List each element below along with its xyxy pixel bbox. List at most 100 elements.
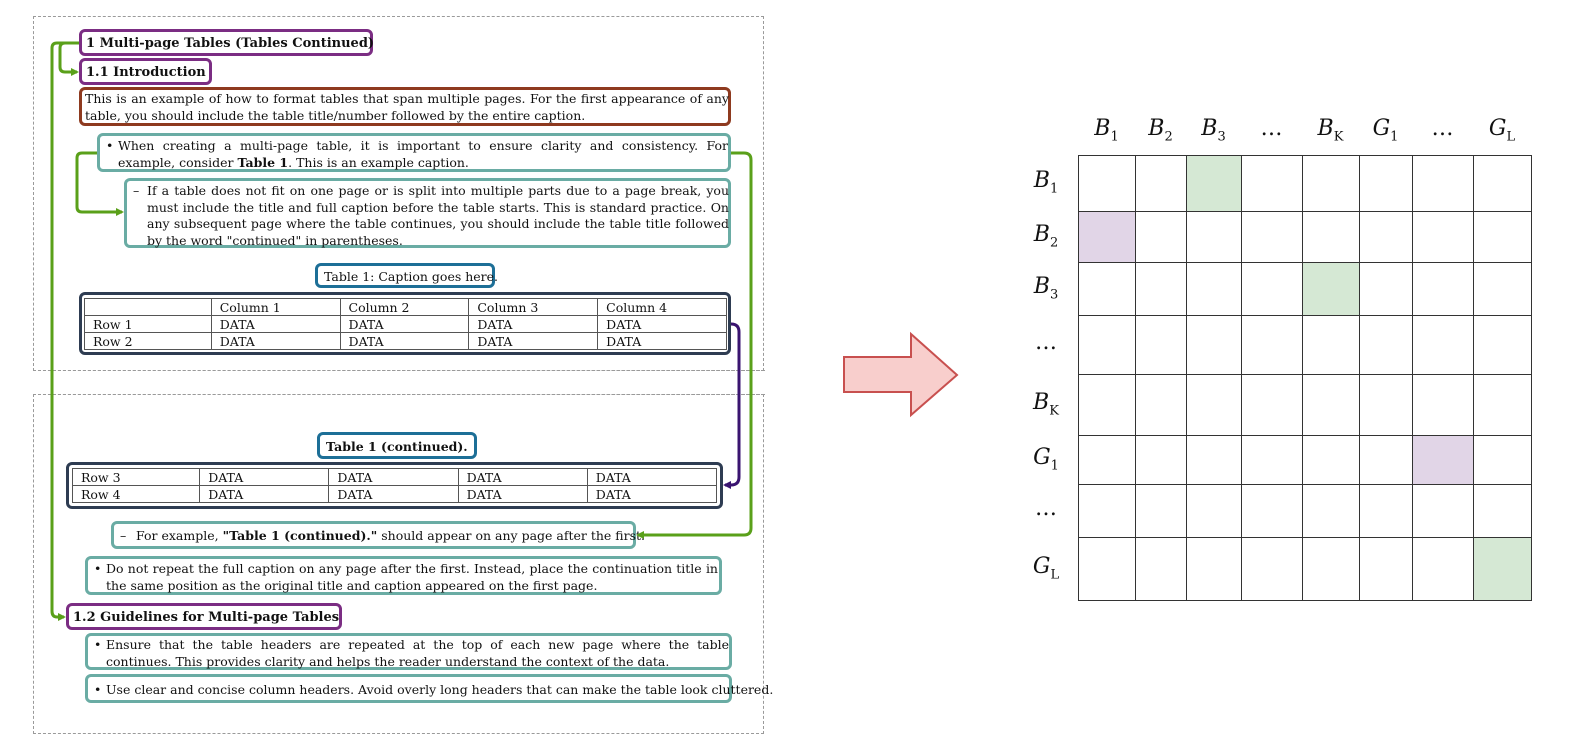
matrix-column-label: G1 [1372,116,1399,145]
matrix-cell [1078,537,1136,601]
matrix-cell [1473,537,1532,601]
matrix-cell [1186,262,1242,316]
bullet-3-text: Ensure that the table headers are repeat… [106,637,729,669]
matrix-cell [1412,484,1474,538]
matrix-column-label: GL [1488,116,1516,145]
sub-bullet-2-text-a: For example, [136,528,223,543]
matrix-cell [1186,537,1242,601]
table-1-cell: DATA [468,332,599,350]
matrix-cell [1473,435,1532,485]
matrix-cell [1078,155,1136,212]
subsection-heading-guidelines: 1.2 Guidelines for Multi-page Tables [66,603,342,630]
matrix-cell [1135,435,1187,485]
matrix-cell [1302,315,1360,375]
matrix-cell [1412,262,1474,316]
matrix-cell [1078,484,1136,538]
matrix-cell [1241,537,1303,601]
section-heading-1: 1 Multi-page Tables (Tables Continued) [79,29,375,56]
matrix-row-label: BK [1033,389,1059,418]
intro-paragraph: This is an example of how to format tabl… [79,87,731,126]
bullet-2-text: Do not repeat the full caption on any pa… [106,561,718,593]
table-caption-continued: Table 1 (continued). [317,432,477,459]
matrix-cell [1359,484,1413,538]
matrix-cell [1302,435,1360,485]
matrix-cell [1135,155,1187,212]
bullet-3: • Ensure that the table headers are repe… [85,633,732,670]
table-1-cell: Row 2 [84,332,212,350]
table-caption: Table 1: Caption goes here. [315,263,498,288]
subsection-heading-intro: 1.1 Introduction [79,58,212,85]
page-break-line-2 [33,394,765,395]
sub-bullet-1-dash: – [133,183,140,198]
matrix-cell [1186,374,1242,436]
table-1-continued-cell: DATA [457,485,588,503]
matrix-cell [1473,315,1532,375]
matrix-cell [1186,155,1242,212]
matrix-cell [1078,315,1136,375]
subsection-heading-intro-text: 1.1 Introduction [86,65,206,80]
matrix-cell [1186,211,1242,263]
matrix-cell [1359,537,1413,601]
matrix-cell [1412,211,1474,263]
matrix-cell [1302,211,1360,263]
bullet-1-symbol: • [106,138,114,153]
matrix-cell [1241,484,1303,538]
matrix-row-label: GL [1032,553,1060,582]
matrix-cell [1473,262,1532,316]
matrix-cell [1186,315,1242,375]
sub-bullet-2-text-b: should appear on any page after the firs… [377,528,646,543]
matrix-row-label: … [1035,495,1057,521]
matrix-cell [1135,537,1187,601]
matrix-row-label: G1 [1033,444,1059,473]
matrix-cell [1078,262,1136,316]
matrix-cell [1241,211,1303,263]
matrix-cell [1241,315,1303,375]
bullet-1-text-b: . This is an example caption. [288,154,469,170]
matrix-cell [1412,315,1474,375]
matrix-cell [1302,262,1360,316]
table-1-cell: Row 1 [84,315,212,333]
matrix-cell [1473,374,1532,436]
matrix-cell [1302,537,1360,601]
table-1-cell: DATA [210,332,341,350]
bullet-1-text-a: When creating a multi-page table, it is … [118,138,728,170]
matrix-cell [1359,435,1413,485]
sub-bullet-2-text: For example, "Table 1 (continued)." shou… [136,528,645,545]
bullet-1: • When creating a multi-page table, it i… [97,133,731,172]
matrix-cell [1359,262,1413,316]
matrix-cell [1473,155,1532,212]
bullet-4-text: Use clear and concise column headers. Av… [106,682,774,697]
matrix-cell [1135,262,1187,316]
matrix-cell [1078,435,1136,485]
matrix-cell [1359,155,1413,212]
matrix-row-label: … [1035,329,1057,355]
bullet-2-symbol: • [94,561,102,576]
matrix-cell [1412,155,1474,212]
matrix-column-label: … [1260,116,1283,141]
matrix-cell [1135,211,1187,263]
bullet-2: • Do not repeat the full caption on any … [85,556,722,595]
sub-bullet-2-dash: – [120,528,127,543]
matrix-cell [1135,374,1187,436]
section-heading-1-text: 1 Multi-page Tables (Tables Continued) [86,36,375,51]
matrix-cell [1412,537,1474,601]
matrix-cell [1241,435,1303,485]
matrix-row-label: B3 [1033,273,1059,302]
matrix-cell [1473,211,1532,263]
matrix-cell [1412,435,1474,485]
sub-bullet-2: – For example, "Table 1 (continued)." sh… [111,521,645,549]
matrix-cell [1078,211,1136,263]
matrix-cell [1186,435,1242,485]
matrix-column-label: B1 [1094,116,1119,145]
matrix-cell [1302,374,1360,436]
bullet-3-symbol: • [94,637,102,652]
table-1-continued-cell: DATA [328,485,459,503]
matrix-cell [1359,374,1413,436]
transform-arrow [843,331,959,418]
bullet-4: • Use clear and concise column headers. … [85,674,773,703]
matrix-cell [1241,155,1303,212]
matrix-cell [1359,315,1413,375]
matrix-row-label: B1 [1033,168,1059,197]
